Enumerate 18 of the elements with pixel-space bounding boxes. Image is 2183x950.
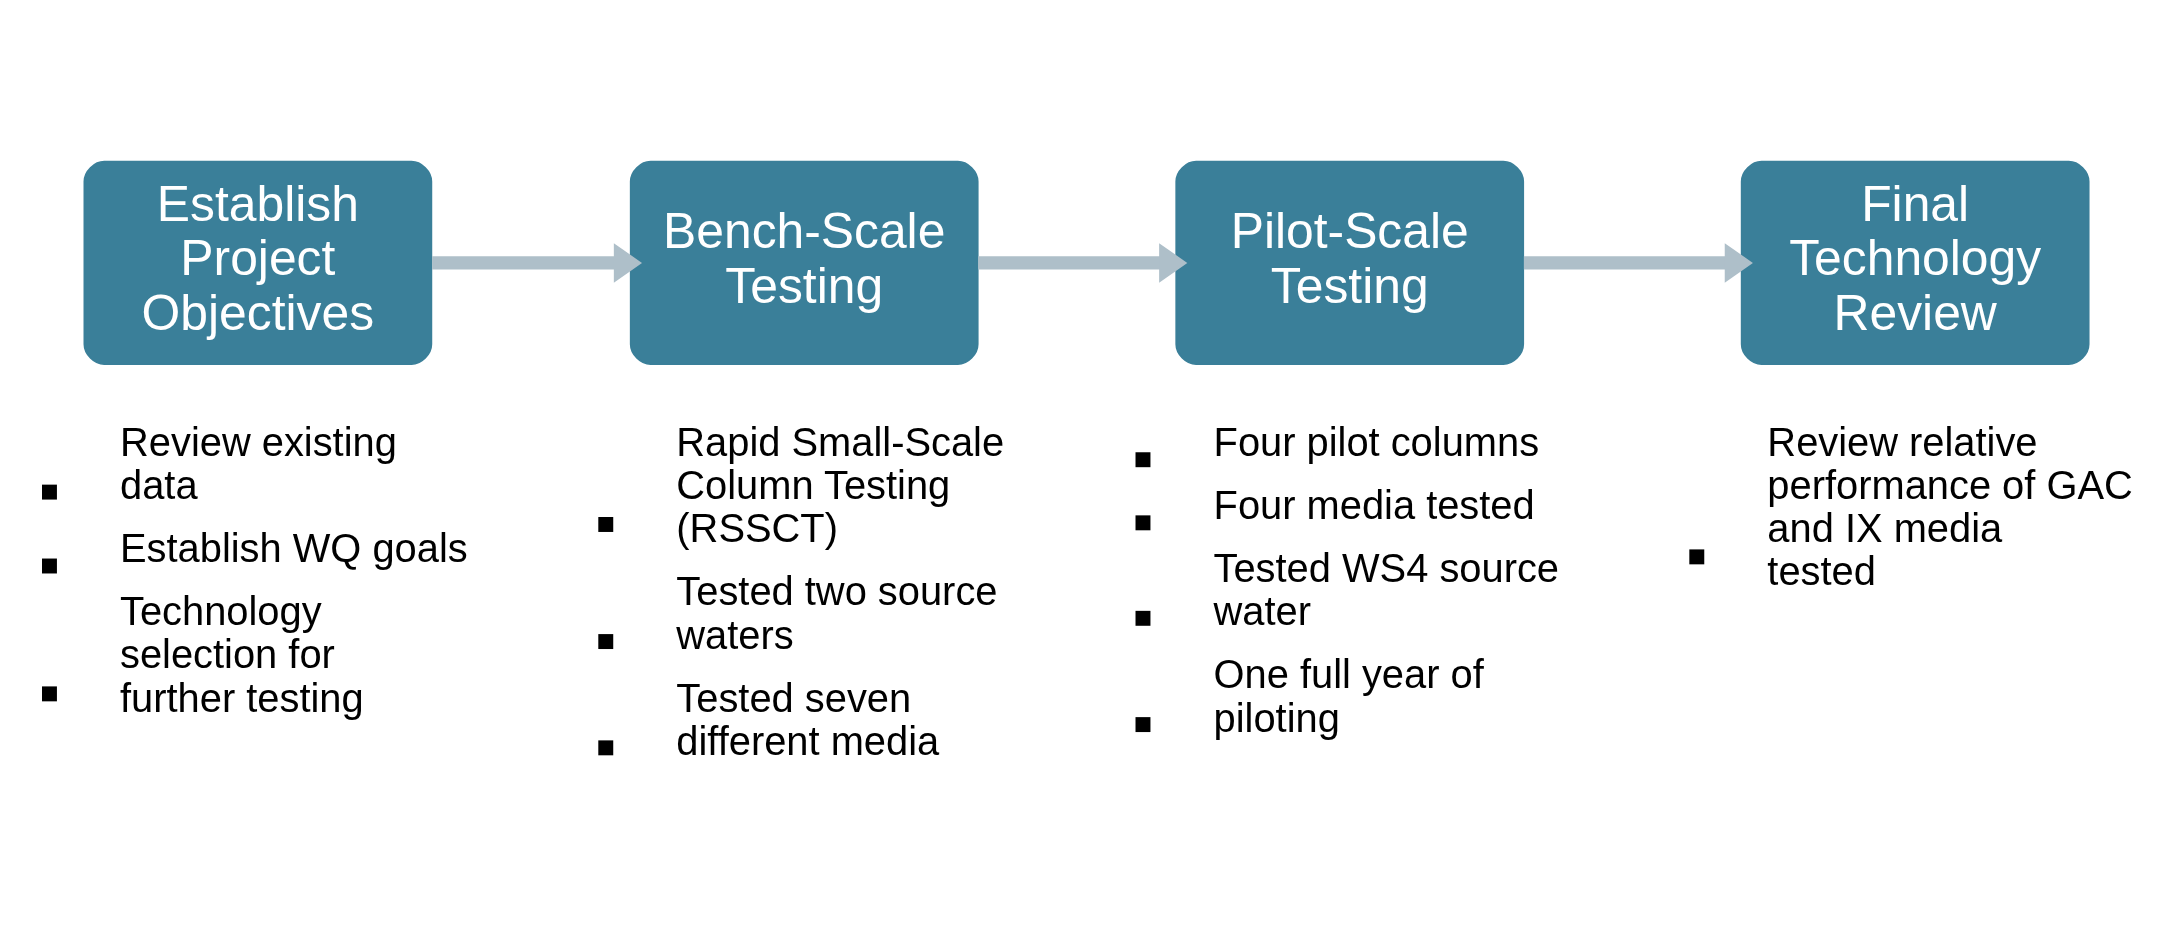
node-label: Technology selection for further testing (120, 588, 364, 720)
node-label: Four media tested (1213, 482, 1535, 527)
node-label: Four pilot columns (1213, 419, 1540, 464)
node-box: Pilot-Scale Testing (1175, 160, 1525, 365)
node-label: Review relative performance of GAC and IX media tested (1767, 419, 2133, 593)
node-label: One full year of piloting (1213, 651, 1484, 740)
node-label: Tested seven different media (676, 675, 940, 763)
node-label: Tested two source waters (676, 568, 998, 657)
arrow (432, 242, 642, 283)
node-box: Bench-Scale Testing (629, 160, 979, 365)
node-box: Final Technology Review (1740, 160, 2090, 365)
arrow (1523, 242, 1753, 283)
node-label: Establish WQ goals (120, 525, 468, 570)
node-label: Review existing data (120, 419, 397, 507)
arrow (978, 242, 1188, 283)
node-label: Rapid Small-Scale Column Testing (RSSCT) (676, 419, 1005, 550)
node-box: Establish Project Objectives (83, 160, 433, 365)
node-label: Tested WS4 source water (1213, 545, 1560, 633)
